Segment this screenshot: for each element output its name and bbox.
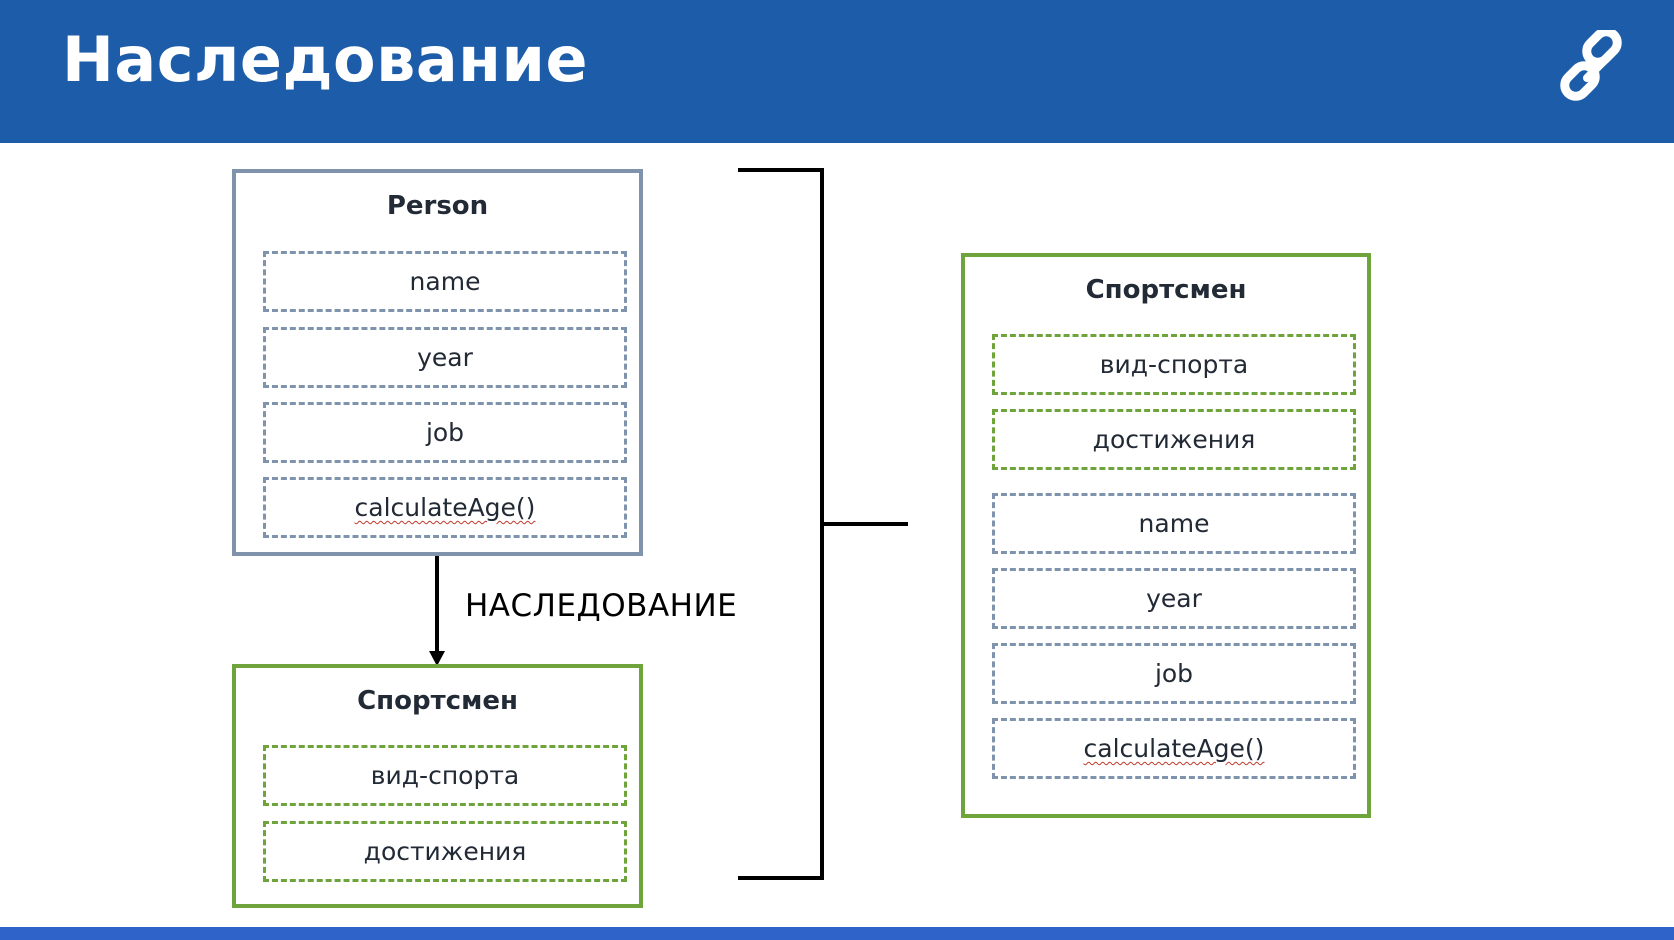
person-field-job: job	[263, 402, 627, 463]
inheritance-label: НАСЛЕДОВАНИЕ	[465, 588, 738, 624]
athlete-field-achievements: достижения	[263, 821, 627, 882]
athlete-full-method-calculateage: calculateAge()	[992, 718, 1356, 779]
page-title: Наследование	[62, 23, 589, 96]
bracket	[738, 168, 824, 880]
athlete-field-sport: вид-спорта	[263, 745, 627, 806]
person-class-title: Person	[386, 191, 489, 221]
athlete-class-title: Спортсмен	[357, 686, 518, 716]
athlete-full-field-year: year	[992, 568, 1356, 629]
person-field-year: year	[263, 327, 627, 388]
athlete-full-field-achievements: достижения	[992, 409, 1356, 470]
athlete-full-class-title: Спортсмен	[1085, 275, 1247, 305]
person-method-calculateage: calculateAge()	[263, 477, 627, 538]
person-class-box: Person name year job calculateAge()	[232, 169, 643, 556]
athlete-full-field-job: job	[992, 643, 1356, 704]
header-bar: Наследование	[0, 0, 1674, 143]
athlete-full-field-name: name	[992, 493, 1356, 554]
person-field-name: name	[263, 251, 627, 312]
athlete-full-field-sport: вид-спорта	[992, 334, 1356, 395]
athlete-class-box: Спортсмен вид-спорта достижения	[232, 664, 643, 908]
athlete-full-class-box: Спортсмен вид-спорта достижения name yea…	[961, 253, 1371, 818]
link-icon	[1560, 30, 1622, 101]
footer-bar	[0, 927, 1674, 940]
